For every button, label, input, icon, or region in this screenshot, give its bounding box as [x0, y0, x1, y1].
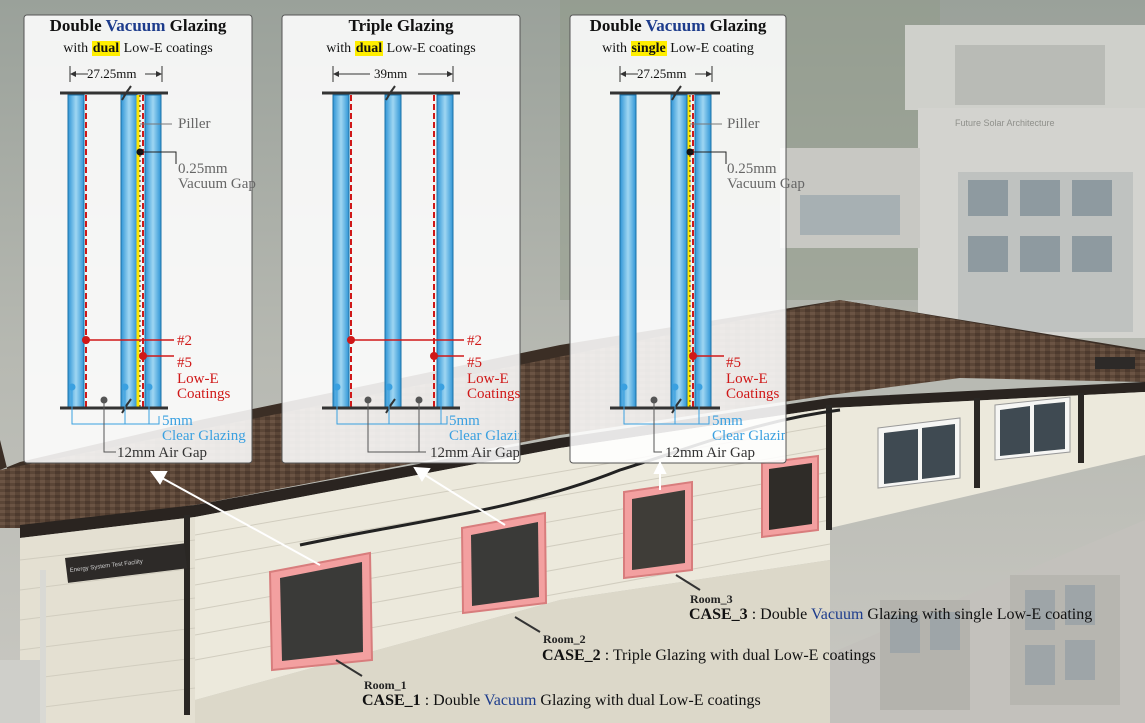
panel-2: Triple Glazing with dual Low-E coatings — [282, 15, 520, 463]
room-3-label: Room_3 — [690, 592, 733, 606]
panel-3-clear-2: Clear Glazing — [712, 428, 785, 444]
room-2-window — [460, 511, 548, 615]
panel-3-subtitle: with single Low-E coating — [602, 41, 754, 56]
room-3-window — [623, 480, 693, 580]
panel-3-surface-5: #5 — [726, 355, 741, 371]
upper-building-sign: Future Solar Architecture — [955, 118, 1055, 128]
panel-1-title: Double Vacuum Glazing — [49, 16, 227, 35]
panel-1-surface-5: #5 — [177, 355, 192, 371]
panel-3-lowe-1: Low-E — [726, 371, 768, 387]
panel-2-title: Triple Glazing — [348, 16, 454, 35]
panel-1-clear-2: Clear Glazing — [162, 428, 246, 444]
panel-2-air-gap: 12mm Air Gap — [430, 445, 519, 461]
panel-2-clear-1: 5mm — [449, 413, 480, 429]
panel-1-lowe-1: Low-E — [177, 371, 219, 387]
panel-3-gap-label-1: 0.25mm — [727, 161, 777, 177]
panel-1-surface-2: #2 — [177, 333, 192, 349]
panel-2-clip-2: 12mm Air Gap — [430, 444, 519, 463]
caption-leaders — [335, 574, 701, 677]
panel-1-gap-label-1: 0.25mm — [178, 161, 228, 177]
panel-1-subtitle: with dual Low-E coatings — [63, 41, 213, 56]
panel-3-title: Double Vacuum Glazing — [589, 16, 767, 35]
panel-1-dimension: 27.25mm — [87, 66, 137, 81]
panel-2-clear-2: Clear Glazing — [449, 428, 519, 444]
panel-2-lowe-2: Coatings — [467, 386, 521, 402]
panel-1-gap-label-2: Vacuum Gap — [178, 176, 256, 192]
room-1-window — [268, 551, 374, 672]
panel-2-surface-2: #2 — [467, 333, 482, 349]
panel-1: Double Vacuum Glazing with dual Low-E co… — [24, 15, 252, 463]
panel-1-clear-1: 5mm — [162, 413, 193, 429]
panel-3-clear-1: 5mm — [712, 413, 743, 429]
panel-2-surface-5: #5 — [467, 355, 482, 371]
panel-1-diagram — [60, 66, 177, 453]
panel-2-lowe-1: Low-E — [467, 371, 509, 387]
case-2-caption: CASE_2 : Triple Glazing with dual Low-E … — [542, 647, 876, 664]
panel-3-clip: 5mm Clear Glazing — [712, 410, 785, 462]
right-windows — [877, 396, 1071, 489]
case-1-caption: CASE_1 : Double Vacuum Glazing with dual… — [362, 692, 761, 709]
panel-1-air-gap: 12mm Air Gap — [117, 445, 207, 461]
panel-2-dimension: 39mm — [374, 66, 408, 81]
room-2-label: Room_2 — [543, 632, 586, 646]
panel-1-lowe-2: Coatings — [177, 386, 231, 402]
panel-1-pillar-label: Piller — [178, 116, 211, 132]
panel-3-dimension: 27.25mm — [637, 66, 687, 81]
panel-3: Double Vacuum Glazing with single Low-E … — [570, 15, 786, 463]
case-3-caption: CASE_3 : Double Vacuum Glazing with sing… — [689, 606, 1093, 623]
panel-2-diagram — [322, 66, 464, 453]
panel-arrows — [150, 460, 667, 566]
panel-3-gap-label-2: Vacuum Gap — [727, 176, 805, 192]
panel-3-air-gap: 12mm Air Gap — [665, 445, 755, 461]
extra-window — [761, 454, 819, 539]
panel-2-subtitle: with dual Low-E coatings — [326, 41, 476, 56]
panel-2-clip: 5mm Clear Glazing — [449, 410, 519, 462]
panel-3-pillar-label: Piller — [727, 116, 760, 132]
room-1-label: Room_1 — [364, 678, 407, 692]
panel-3-diagram — [610, 66, 727, 453]
panel-3-lowe-2: Coatings — [726, 386, 780, 402]
